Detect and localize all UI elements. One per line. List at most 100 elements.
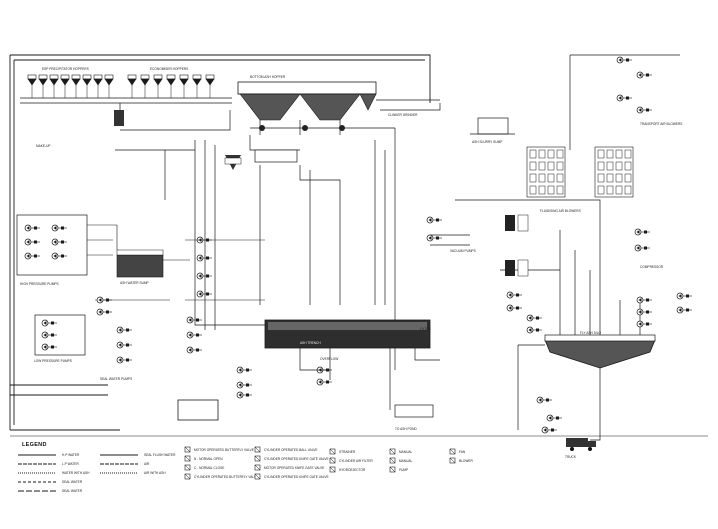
- svg-text:ASH TRENCH: ASH TRENCH: [300, 341, 321, 345]
- fluidising-label: FLUIDISING AIR BLOWERS: [540, 209, 581, 213]
- transfer-tank: [394, 404, 434, 418]
- esp-hoppers: [27, 74, 114, 98]
- legend-item: N - NORMAL OPEN: [184, 455, 223, 462]
- vacuum-pump: [426, 216, 442, 224]
- fluidising-blower: [597, 173, 605, 183]
- legend-label: MANUAL: [399, 459, 413, 463]
- fluidising-blower: [597, 185, 605, 195]
- to-pond-label: TO ASH POND: [395, 427, 417, 431]
- vacuum-pump: [526, 314, 542, 322]
- sluice-pump: [116, 326, 132, 334]
- legend-item: FAN: [449, 448, 466, 455]
- seal-pumps: [96, 296, 112, 316]
- legend-item: MOTOR OPERATED KNIFE GATE VALVE: [254, 464, 324, 471]
- esp-hopper-label: ESP PRECIPITATOR HOPPERS: [42, 67, 89, 71]
- compressor-unit: [636, 320, 652, 328]
- jet-pump: [186, 331, 202, 339]
- esp-hopper: [27, 74, 37, 98]
- ash-water-sump: [116, 254, 164, 278]
- ash-water-sump-label: ASH WATER SUMP: [120, 281, 149, 285]
- legend-title: LEGEND: [22, 442, 47, 448]
- legend-item: MANUAL: [389, 448, 413, 455]
- fluidising-blower: [615, 149, 623, 159]
- disposal-pump: [541, 426, 557, 434]
- legend-item: AIR: [100, 462, 150, 466]
- jet-pump: [186, 316, 202, 324]
- truck-label: TRUCK: [565, 455, 577, 459]
- vacuum-pump: [526, 326, 542, 334]
- legend-item: CYLINDER OPERATED BUTTERFLY VALVE: [184, 473, 258, 480]
- economiser-hopper: [166, 74, 176, 98]
- legend-label: SEAL FLUSH WATER: [144, 453, 176, 457]
- transport-fan: [616, 94, 632, 102]
- bottom-ash-label: BOTTOM ASH HOPPER: [250, 75, 286, 79]
- fluidising-blower: [556, 149, 564, 159]
- fluidising-blower: [556, 161, 564, 171]
- ash-pump: [236, 366, 252, 374]
- hp-pump: [51, 224, 67, 232]
- ash-slurry-sump: [477, 117, 509, 135]
- fluidising-blower: [529, 185, 537, 195]
- ash-trench: ASH TRENCH: [264, 319, 431, 349]
- hp-pump: [24, 252, 40, 260]
- vacuum-tank: [505, 260, 515, 276]
- vacuum-tank: [505, 215, 515, 231]
- fluidising-blower: [624, 173, 632, 183]
- transport-fan: [636, 71, 652, 79]
- fluidising-blower: [556, 173, 564, 183]
- legend-label: MANUAL: [399, 450, 413, 454]
- legend-label: FAN: [459, 450, 466, 454]
- fluidising-blower: [606, 185, 614, 195]
- legend-item: PUMP: [389, 466, 408, 473]
- economiser-hoppers: [127, 74, 215, 98]
- silo-area: [544, 334, 656, 369]
- legend-label: SEAL WATER: [62, 489, 83, 493]
- legend-item: HYDROEJECTOR: [329, 466, 366, 473]
- hp-pump-frame: [16, 214, 88, 276]
- silo-label: FLY ASH SILO: [580, 331, 601, 335]
- outer-pipework: [9, 54, 431, 431]
- legend-label: CYLINDER AIR FILTER: [339, 459, 373, 463]
- legend-label: MOTOR OPERATED KNIFE GATE VALVE: [264, 466, 324, 470]
- esp-hopper: [49, 74, 59, 98]
- legend-label: CYLINDER OPERATED KNIFE GATE VALVE: [264, 457, 329, 461]
- transport-blower-label: TRANSPORT AIR BLOWERS: [640, 122, 682, 126]
- fluidising-blower: [547, 149, 555, 159]
- esp-hopper: [38, 74, 48, 98]
- legend-item: CYLINDER OPERATED BALL VALVE: [254, 446, 318, 453]
- economiser-hopper: [205, 74, 215, 98]
- fluidising-blower: [615, 161, 623, 171]
- legend-item: C - NORMAL CLOSE: [184, 464, 224, 471]
- legend-label: BLOWER: [459, 459, 474, 463]
- legend-item: BLOWER: [449, 457, 474, 464]
- fluidising-blower: [529, 149, 537, 159]
- compressor-unit: [634, 228, 650, 236]
- transport-air-blowers: [569, 54, 680, 150]
- fluidising-blower: [547, 185, 555, 195]
- sluice-pump: [116, 356, 132, 364]
- transport-fan: [616, 56, 632, 64]
- legend-item: SEAL WATER: [18, 480, 83, 484]
- air-dryer: [676, 292, 692, 300]
- seal-pump: [96, 296, 112, 304]
- economiser-hopper: [153, 74, 163, 98]
- transfer-pump: [196, 254, 212, 262]
- seal-pumps-label: SEAL WATER PUMPS: [100, 377, 132, 381]
- fluidising-blower: [606, 173, 614, 183]
- clinker-grinder-label: CLINKER GRINDER: [388, 113, 418, 117]
- hp-pumps-label: HIGH PRESSURE PUMPS: [20, 282, 59, 286]
- compressor-unit: [636, 308, 652, 316]
- ash-pump: [236, 381, 252, 389]
- fluidising-blower: [556, 185, 564, 195]
- jet-pump: [186, 346, 202, 354]
- legend-item: CYLINDER OPERATED KNIFE GATE VALVE: [254, 473, 329, 480]
- legend-label: HYDROEJECTOR: [339, 468, 366, 472]
- plus-fill-label: MAKE-UP: [36, 144, 51, 148]
- truck: [566, 438, 596, 451]
- hp-pump: [24, 238, 40, 246]
- legend-item: WATER WITH ASH: [18, 471, 90, 475]
